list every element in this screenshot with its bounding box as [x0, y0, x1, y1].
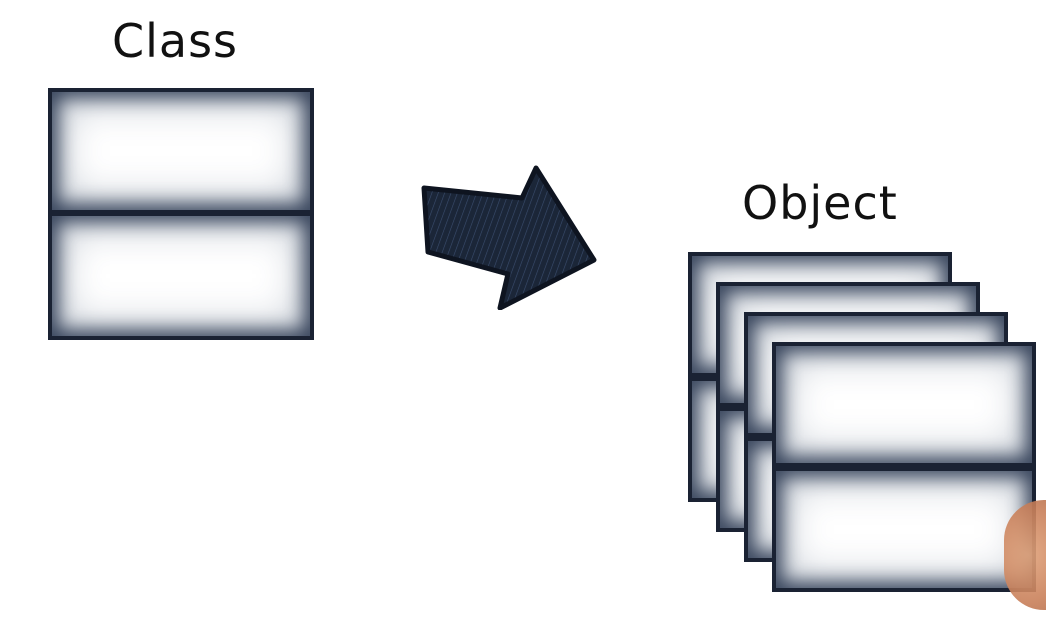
right-arrow-icon	[421, 165, 597, 310]
object-label: Object	[742, 176, 898, 230]
hand-image	[1004, 500, 1046, 610]
object-card-bottom-section	[772, 467, 1036, 592]
class-box-bottom-section	[48, 212, 314, 340]
object-card-top-section	[772, 342, 1036, 467]
object-card-4	[772, 342, 1036, 592]
class-box-top-section	[48, 88, 314, 214]
class-label: Class	[112, 14, 239, 68]
